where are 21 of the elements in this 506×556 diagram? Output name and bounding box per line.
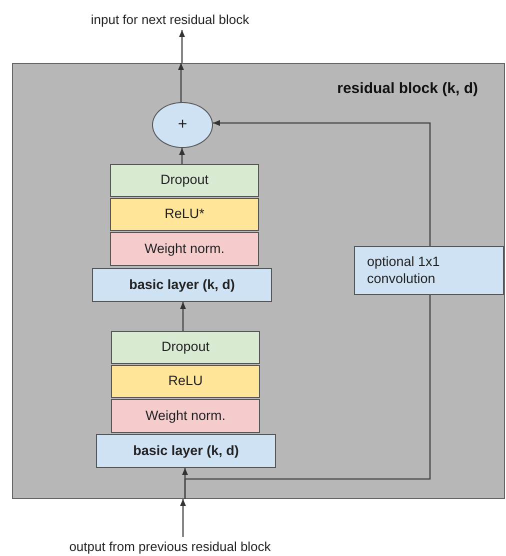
arrow: [213, 120, 431, 246]
activation-layer-box: ReLU*: [110, 198, 259, 231]
arrow: [179, 148, 185, 164]
arrow: [180, 302, 186, 331]
basic-layer-box: basic layer (k, d): [96, 434, 276, 468]
arrow: [178, 63, 184, 102]
residual-block-panel: [12, 63, 505, 499]
flow-label: output from previous residual block: [10, 537, 330, 556]
connector-line: [184, 295, 431, 499]
dropout-layer-box: Dropout: [110, 164, 259, 197]
activation-layer-box: ReLU: [111, 365, 260, 398]
basic-layer-box: basic layer (k, d): [92, 268, 272, 302]
normalization-layer-box: Weight norm.: [110, 232, 259, 266]
convolution-box: optional 1x1 convolution: [354, 246, 504, 295]
flow-label: input for next residual block: [40, 8, 300, 30]
arrow: [179, 30, 185, 63]
block-title: residual block (k, d): [337, 80, 478, 97]
dropout-layer-box: Dropout: [111, 331, 260, 364]
arrow: [180, 499, 186, 537]
normalization-layer-box: Weight norm.: [111, 399, 260, 433]
sum-circle: +: [152, 102, 213, 148]
